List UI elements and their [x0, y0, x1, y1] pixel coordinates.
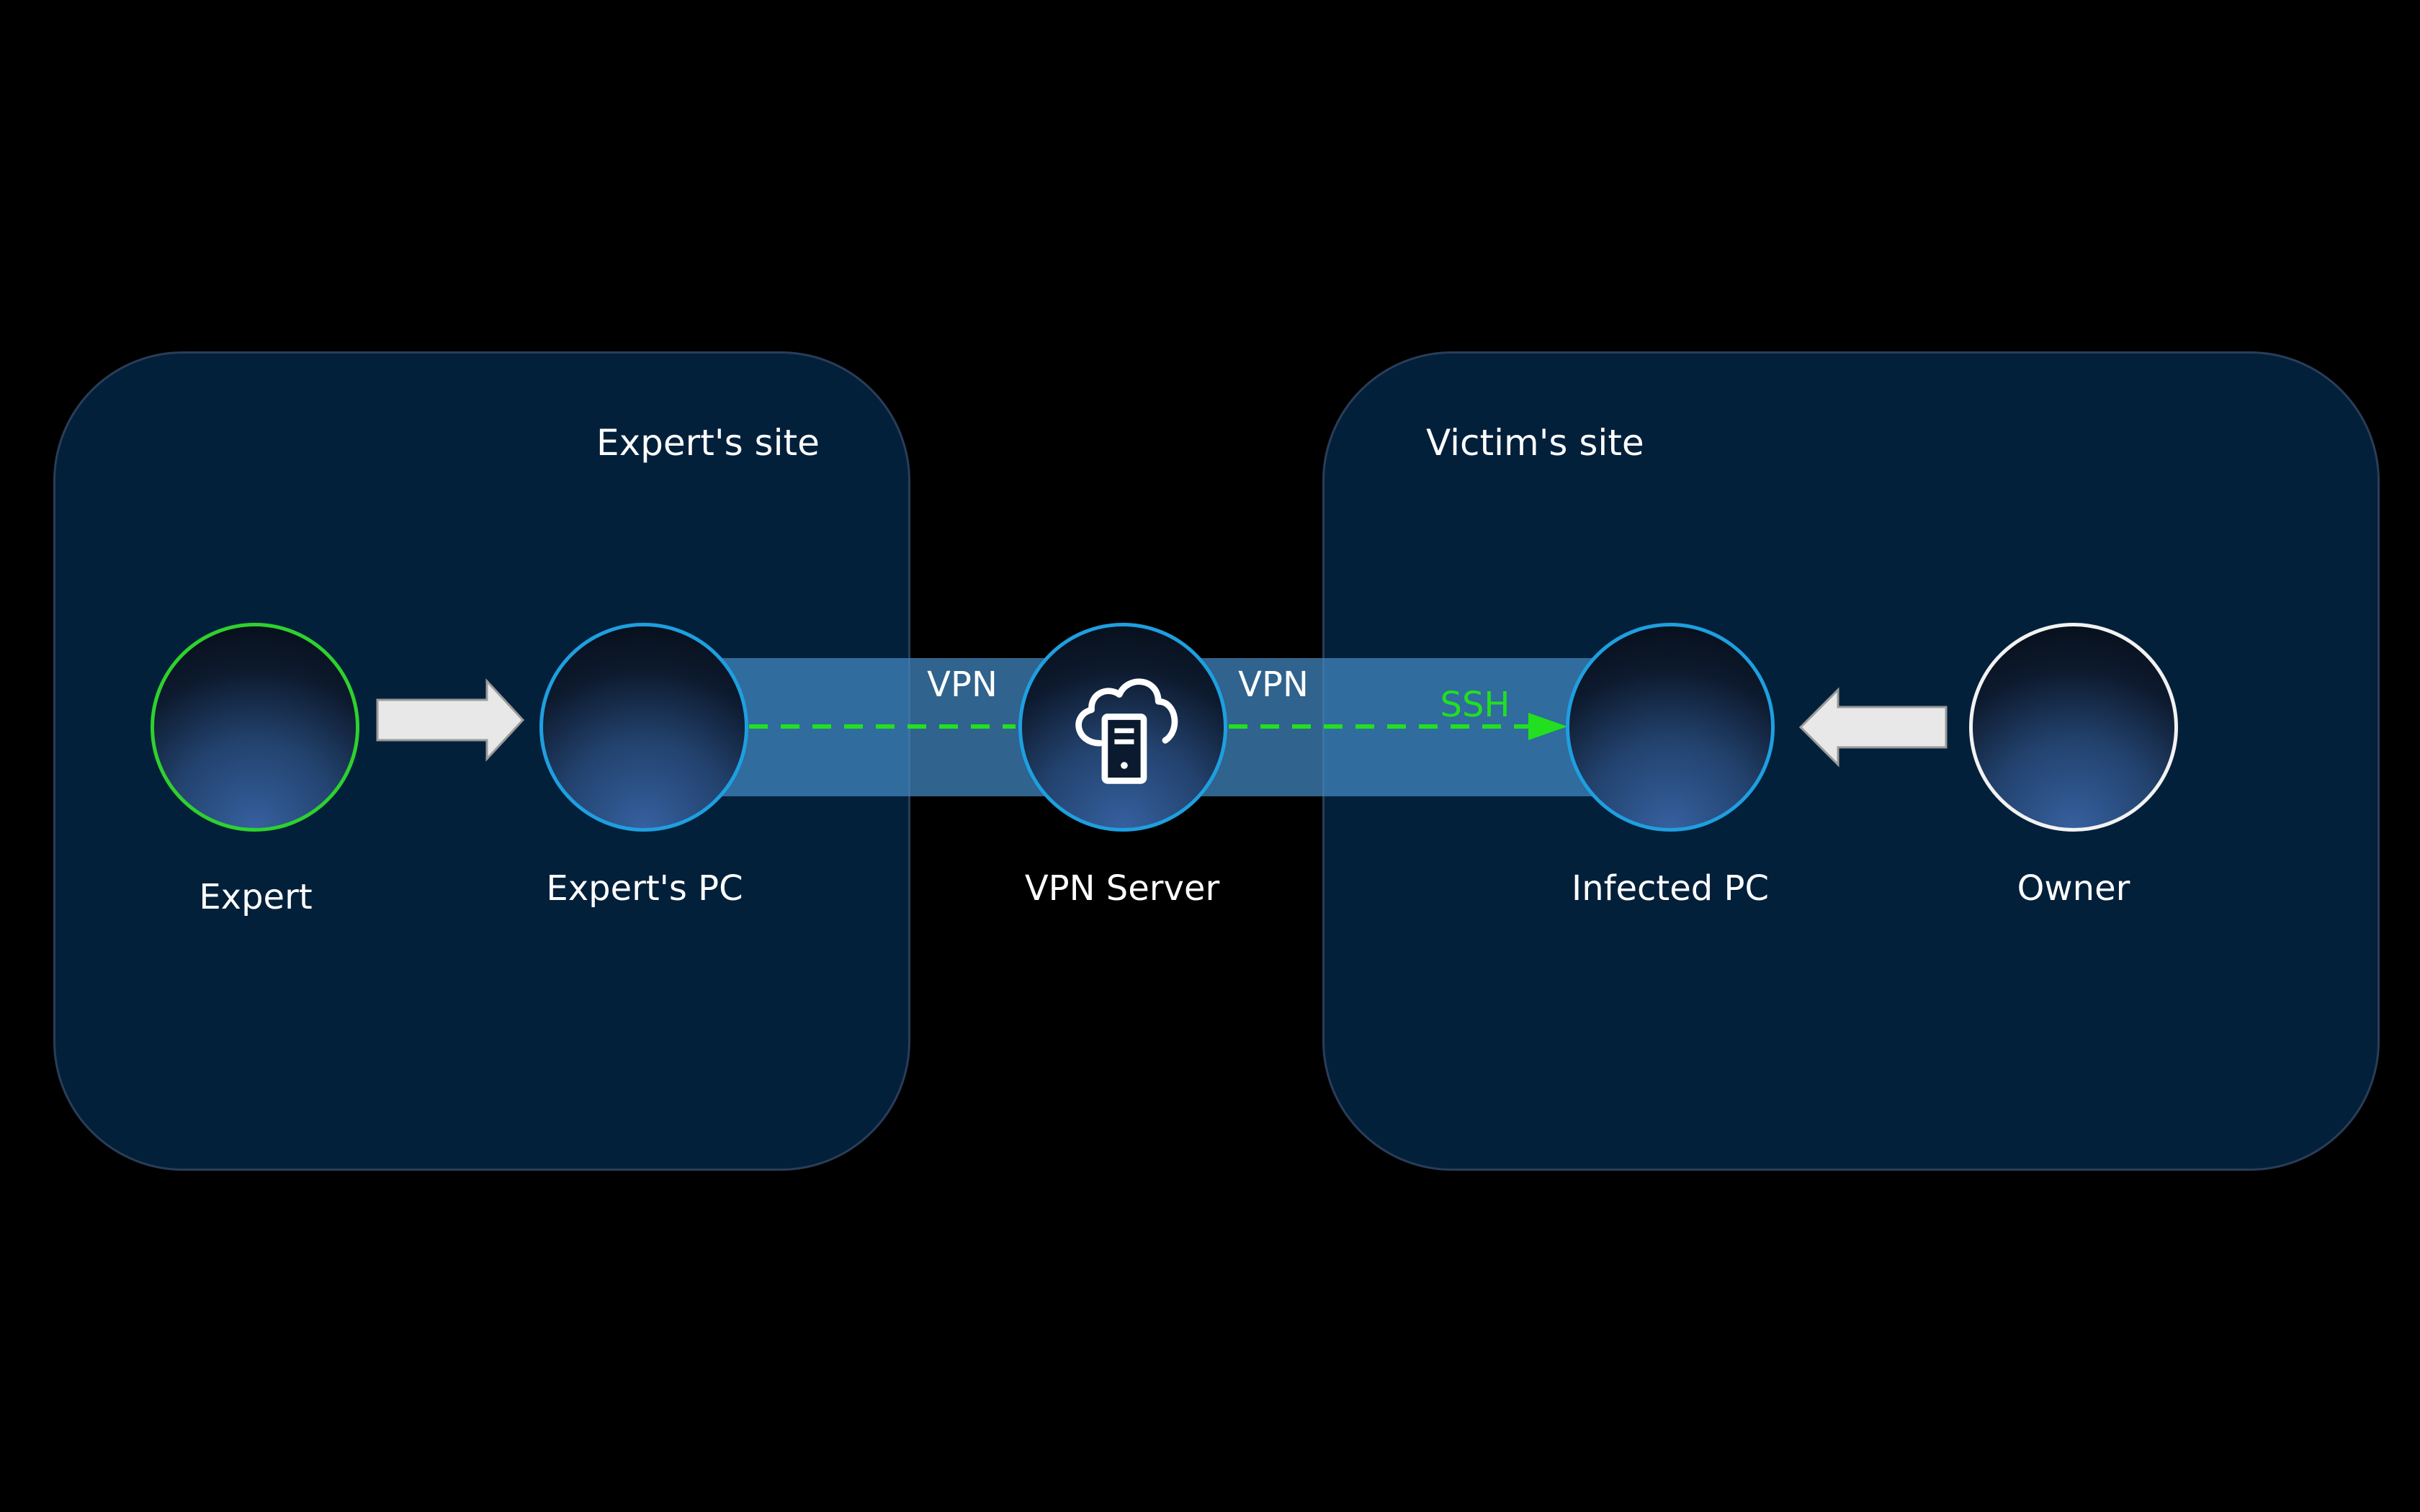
expert-to-pc-arrow [376, 678, 525, 762]
infected-pc-node [1566, 623, 1775, 832]
experts-site-title: Expert's site [596, 422, 820, 464]
ssh-label: SSH [1440, 685, 1510, 725]
vpn-server-node [1018, 623, 1227, 832]
victims-site-title: Victim's site [1426, 422, 1644, 464]
vpn-left-label: VPN [927, 665, 998, 705]
experts-pc-label: Expert's PC [546, 868, 743, 909]
vpn-server-label: VPN Server [1024, 868, 1220, 909]
owner-node [1969, 623, 2178, 832]
cloud-server-icon [1075, 678, 1178, 784]
owner-to-infected-pc-arrow [1798, 687, 1948, 768]
vpn-right-label: VPN [1238, 665, 1309, 705]
owner-label: Owner [2017, 868, 2130, 909]
expert-node [151, 623, 359, 832]
expert-label: Expert [199, 877, 313, 917]
ssh-arrowhead [1528, 713, 1567, 740]
experts-pc-node [539, 623, 748, 832]
infected-pc-label: Infected PC [1572, 868, 1769, 909]
